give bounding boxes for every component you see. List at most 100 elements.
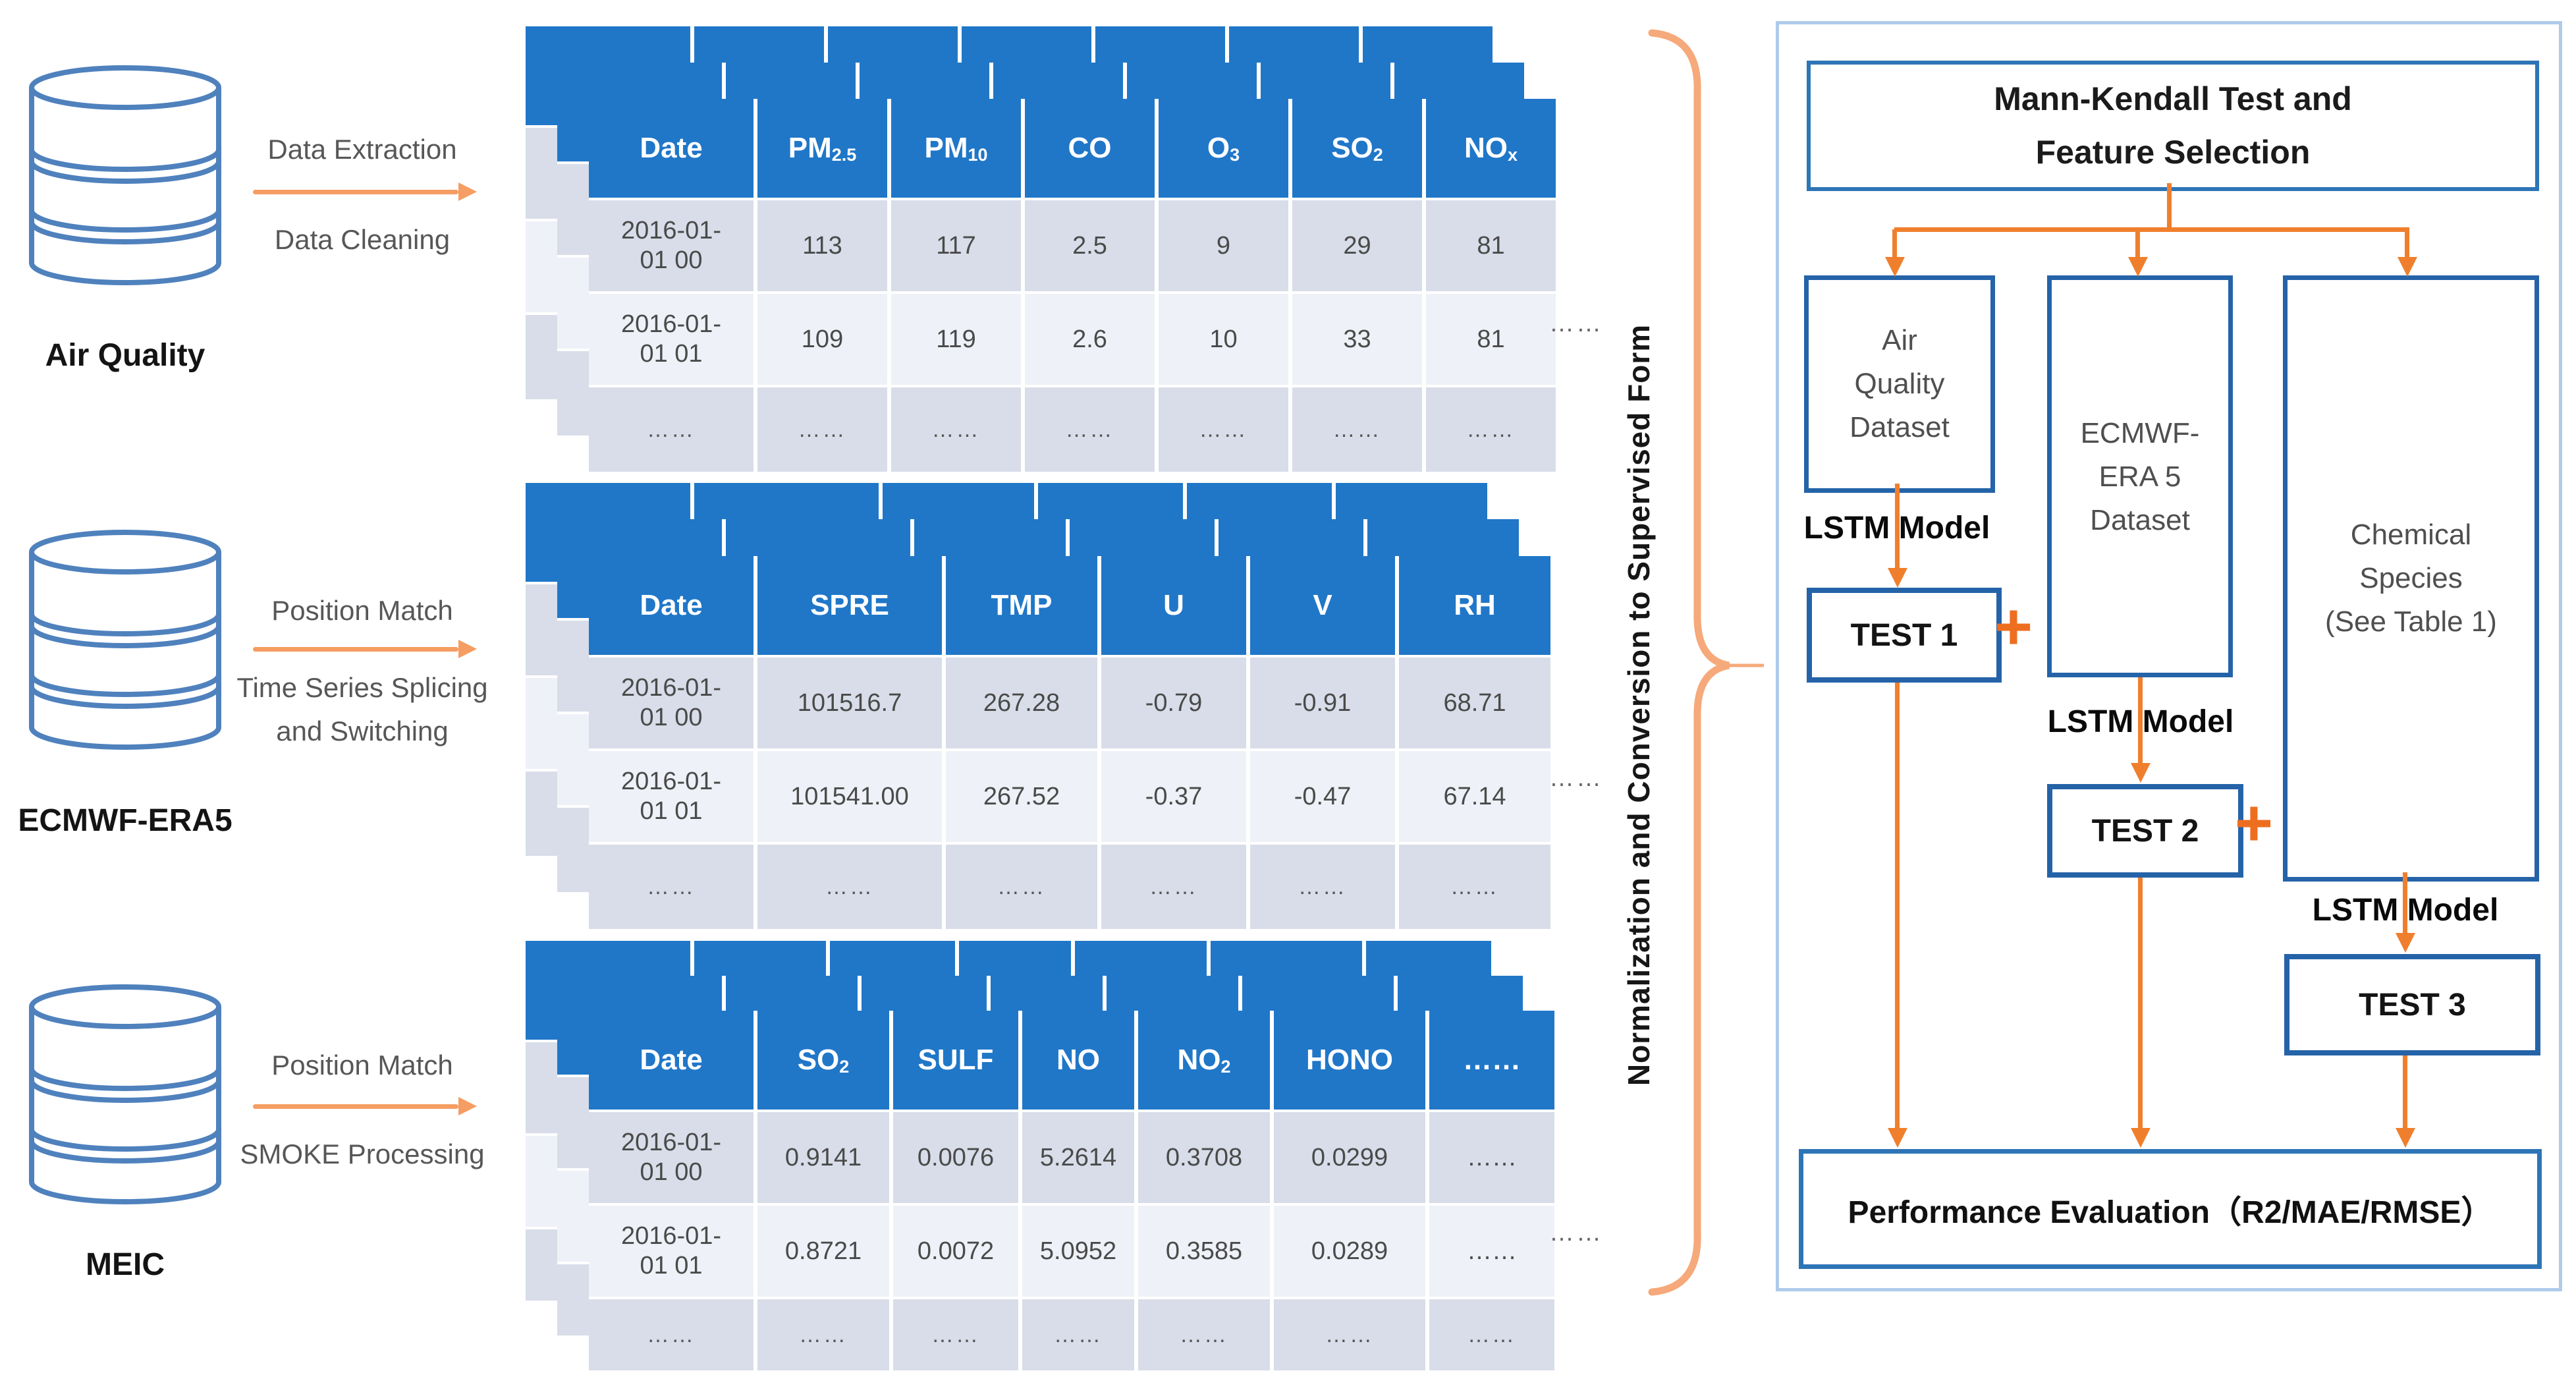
- header-subscript: 2: [839, 1056, 850, 1077]
- text-line: (See Table 1): [2325, 605, 2497, 638]
- date-line: 01 01: [640, 797, 703, 825]
- value-cell: 2.5: [1025, 200, 1155, 291]
- value-cell: 267.28: [946, 658, 1097, 748]
- header-text: SO: [1331, 132, 1373, 165]
- test1-box: TEST 1: [1807, 588, 2002, 683]
- step-label-position-match-1: Position Match: [271, 595, 453, 626]
- header-text: SULF: [918, 1044, 994, 1077]
- value-cell: 101541.00: [757, 751, 942, 842]
- ellipsis-cell: ……: [946, 845, 1097, 929]
- arrow-match2-head-icon: [458, 1097, 477, 1115]
- table-continuation-dots: ……: [1549, 1219, 1603, 1247]
- arrow-match2-line: [253, 1104, 458, 1109]
- header-subscript: x: [1507, 144, 1518, 165]
- date-cell: 2016-01-01 01: [589, 294, 754, 385]
- value-cell: 101516.7: [757, 658, 942, 748]
- header-text: Date: [640, 1044, 703, 1077]
- value-cell: -0.37: [1101, 751, 1246, 842]
- ellipsis-cell: ……: [1159, 387, 1288, 472]
- arrow-extract-head-icon: [458, 183, 477, 201]
- table-header-cell: Date: [589, 99, 754, 198]
- text-line: Dataset: [2090, 504, 2190, 536]
- ellipsis-cell: ……: [1292, 387, 1422, 472]
- table-header-cell: RH: [1399, 556, 1550, 655]
- header-text: NO: [1177, 1044, 1221, 1077]
- table-header-cell: SPRE: [757, 556, 942, 655]
- ellipsis-cell: ……: [1101, 845, 1246, 929]
- date-line: 2016-01-: [620, 1222, 722, 1251]
- value-cell: 81: [1426, 200, 1556, 291]
- arrow-head-icon: [2131, 1128, 2151, 1148]
- ellipsis-cell: ……: [1426, 387, 1556, 472]
- test3-box: TEST 3: [2284, 954, 2540, 1055]
- value-cell: 267.52: [946, 751, 1097, 842]
- arrow-ecmwf-to-test2: [2138, 677, 2143, 766]
- step-label-smoke-processing: SMOKE Processing: [240, 1138, 485, 1169]
- ellipsis-cell: ……: [1022, 1299, 1134, 1370]
- header-text: SPRE: [810, 589, 889, 622]
- text-line: ERA 5: [2098, 461, 2181, 493]
- arrow-head-icon: [2131, 763, 2151, 783]
- connector-drop-1: [1892, 229, 1897, 260]
- database-icon-air-quality: [29, 65, 221, 285]
- step-label-data-cleaning: Data Cleaning: [274, 224, 451, 255]
- value-cell: 0.3585: [1138, 1206, 1270, 1297]
- value-cell: 0.3708: [1138, 1112, 1270, 1203]
- database-label-meic: MEIC: [86, 1247, 165, 1282]
- value-cell: ……: [1429, 1206, 1554, 1297]
- value-cell: -0.79: [1101, 658, 1246, 748]
- arrow-head-icon: [2398, 257, 2417, 277]
- lstm-model-label-3: LSTM Model: [2312, 893, 2499, 928]
- ellipsis-cell: ……: [757, 1299, 889, 1370]
- connector-drop-2: [2135, 229, 2140, 260]
- ellipsis-cell: ……: [589, 387, 754, 472]
- value-cell: 0.9141: [757, 1112, 889, 1203]
- value-cell: 81: [1426, 294, 1556, 385]
- value-cell: 0.0072: [893, 1206, 1018, 1297]
- date-cell: 2016-01-01 00: [589, 658, 754, 748]
- date-line: 01 01: [640, 1252, 703, 1279]
- text-line: Species: [2359, 562, 2463, 594]
- ellipsis-cell: ……: [589, 1299, 754, 1370]
- header-text: O: [1207, 132, 1230, 165]
- step-label-position-match-2: Position Match: [271, 1050, 453, 1081]
- header-text: U: [1163, 589, 1184, 622]
- header-text: HONO: [1306, 1044, 1393, 1077]
- header-text: CO: [1068, 132, 1112, 165]
- connector-stem: [2167, 183, 2172, 229]
- table-header-cell: NO: [1022, 1011, 1134, 1110]
- plus-sign-1: +: [1994, 590, 2033, 664]
- date-cell: 2016-01-01 00: [589, 1112, 754, 1203]
- table-header-cell: V: [1250, 556, 1395, 655]
- header-text: V: [1313, 589, 1332, 622]
- header-text: PM: [924, 132, 968, 165]
- database-icon-meic: [29, 984, 221, 1204]
- header-text: ……: [1463, 1044, 1521, 1077]
- database-label-ecmwf-era5: ECMWF-ERA5: [18, 803, 233, 838]
- arrow-extract-line: [253, 190, 458, 194]
- lstm-model-label-1: LSTM Model: [1803, 511, 1990, 546]
- arrow-aq-to-test1: [1895, 484, 1900, 571]
- arrow-test2-to-eval: [2138, 867, 2143, 1129]
- ellipsis-cell: ……: [1429, 1299, 1554, 1370]
- arrow-head-icon: [1888, 1128, 1907, 1148]
- arrow-head-icon: [2396, 933, 2415, 953]
- header-subscript: 2.5: [831, 144, 857, 165]
- table-header-cell: Date: [589, 556, 754, 655]
- step-label-splicing: Time Series Splicing: [236, 672, 488, 703]
- date-cell: 2016-01-01 00: [589, 200, 754, 291]
- header-text: NO: [1056, 1044, 1100, 1077]
